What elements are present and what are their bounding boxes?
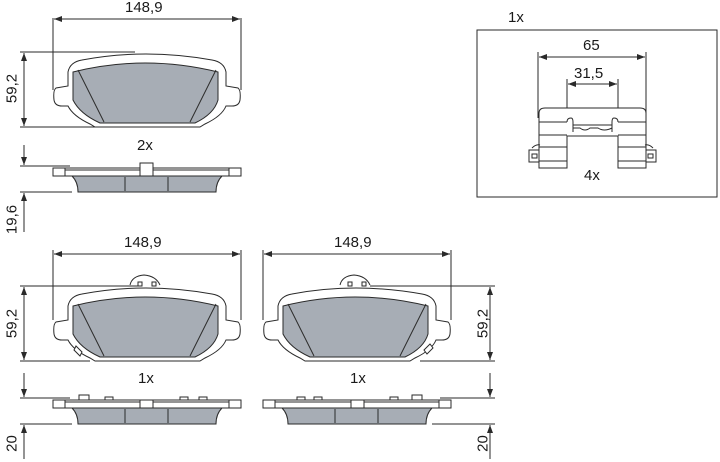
pad-bottom-left-side-view — [20, 373, 242, 459]
pad-top-side-view — [20, 145, 242, 232]
pad-bottom-right-width-dimension: 148,9 — [334, 234, 372, 251]
pad-bottom-left-width-dimension: 148,9 — [124, 234, 162, 251]
pad-bottom-left-height-dimension: 59,2 — [3, 308, 21, 339]
clip-outer-width-dimension: 65 — [583, 37, 600, 54]
pad-top-width-dimension: 148,9 — [125, 0, 163, 16]
pad-bottom-right-front-view — [262, 250, 495, 362]
clip-kit-quantity: 1x — [508, 9, 524, 26]
pad-bottom-right-height-dimension: 59,2 — [474, 308, 492, 339]
pad-bottom-right-quantity: 1x — [350, 370, 366, 387]
pad-top-quantity: 2x — [137, 137, 153, 154]
pad-top-front-view — [20, 16, 242, 128]
clip-kit-box — [476, 29, 718, 198]
pad-bottom-right-thickness-dimension: 20 — [474, 435, 492, 452]
pad-bottom-left-thickness-dimension: 20 — [3, 435, 21, 452]
pad-top-height-dimension: 59,2 — [3, 73, 21, 104]
clip-inner-width-dimension: 31,5 — [574, 65, 604, 82]
pad-bottom-right-side-view — [262, 373, 495, 459]
pad-bottom-left-quantity: 1x — [138, 370, 154, 387]
pad-top-thickness-dimension: 19,6 — [3, 204, 21, 235]
pad-bottom-left-front-view — [20, 250, 242, 362]
clip-quantity: 4x — [584, 167, 600, 184]
